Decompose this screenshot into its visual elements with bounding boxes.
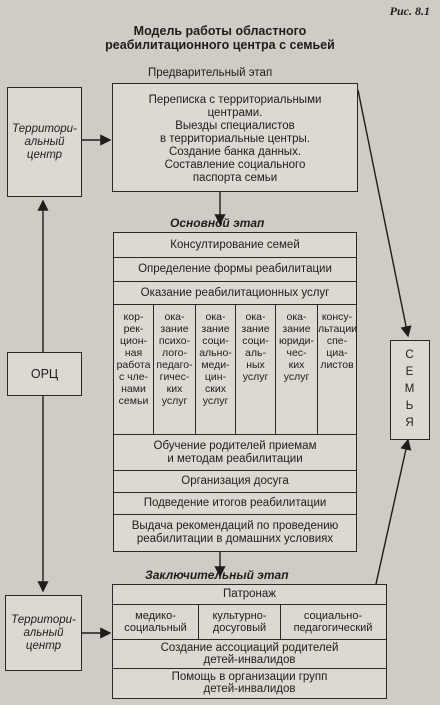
orc-box: ОРЦ: [7, 352, 82, 396]
preliminary-stage-label: Предварительный этап: [148, 67, 273, 79]
family-box: С Е М Ь Я: [390, 340, 430, 440]
final-row-patronage-types: медико-социальный культурно-досуговый со…: [113, 605, 386, 640]
main-row-consulting: Консултирование семей: [114, 233, 356, 258]
patronage-cultural-leisure: культурно-досуговый: [199, 605, 281, 639]
main-row-results: Подведение итогов реабилитации: [114, 493, 356, 515]
patronage-medico-social: медико-социальный: [113, 605, 199, 639]
final-stage-label: Заключительный этап: [145, 568, 289, 582]
main-row-leisure: Организация досуга: [114, 471, 356, 493]
figure-label: Рис. 8.1: [389, 4, 430, 18]
preliminary-stage-box: Переписка с территориальными центрами. В…: [112, 83, 358, 192]
patronage-socio-pedagogical: социально-педагогический: [293, 610, 373, 634]
arrow-preliminary-to-family: [357, 89, 412, 338]
territorial-center-top: Территори-альный центр: [7, 87, 82, 197]
diagram-title: Модель работы областного реабилитационно…: [105, 24, 335, 52]
main-row-services-header: Оказание реабилитационных услуг: [114, 282, 356, 305]
main-row-form: Определение формы реабилитации: [114, 258, 356, 282]
family-label: С Е М Ь Я: [404, 349, 416, 429]
final-row-patronage: Патронаж: [113, 585, 386, 605]
preliminary-stage-text: Переписка с территориальными центрами. В…: [148, 94, 322, 184]
territorial-center-bottom: Территори-альный центр: [5, 595, 82, 671]
orc-label: ОРЦ: [30, 366, 59, 381]
final-stage-box: Патронаж медико-социальный культурно-дос…: [112, 584, 387, 699]
territorial-center-bottom-label: Территори-альный центр: [11, 613, 76, 652]
main-stage-label: Основной этап: [170, 216, 265, 230]
main-stage-box: Консултирование семей Определение формы …: [113, 232, 357, 552]
territorial-center-top-label: Территори-альный центр: [12, 122, 77, 161]
